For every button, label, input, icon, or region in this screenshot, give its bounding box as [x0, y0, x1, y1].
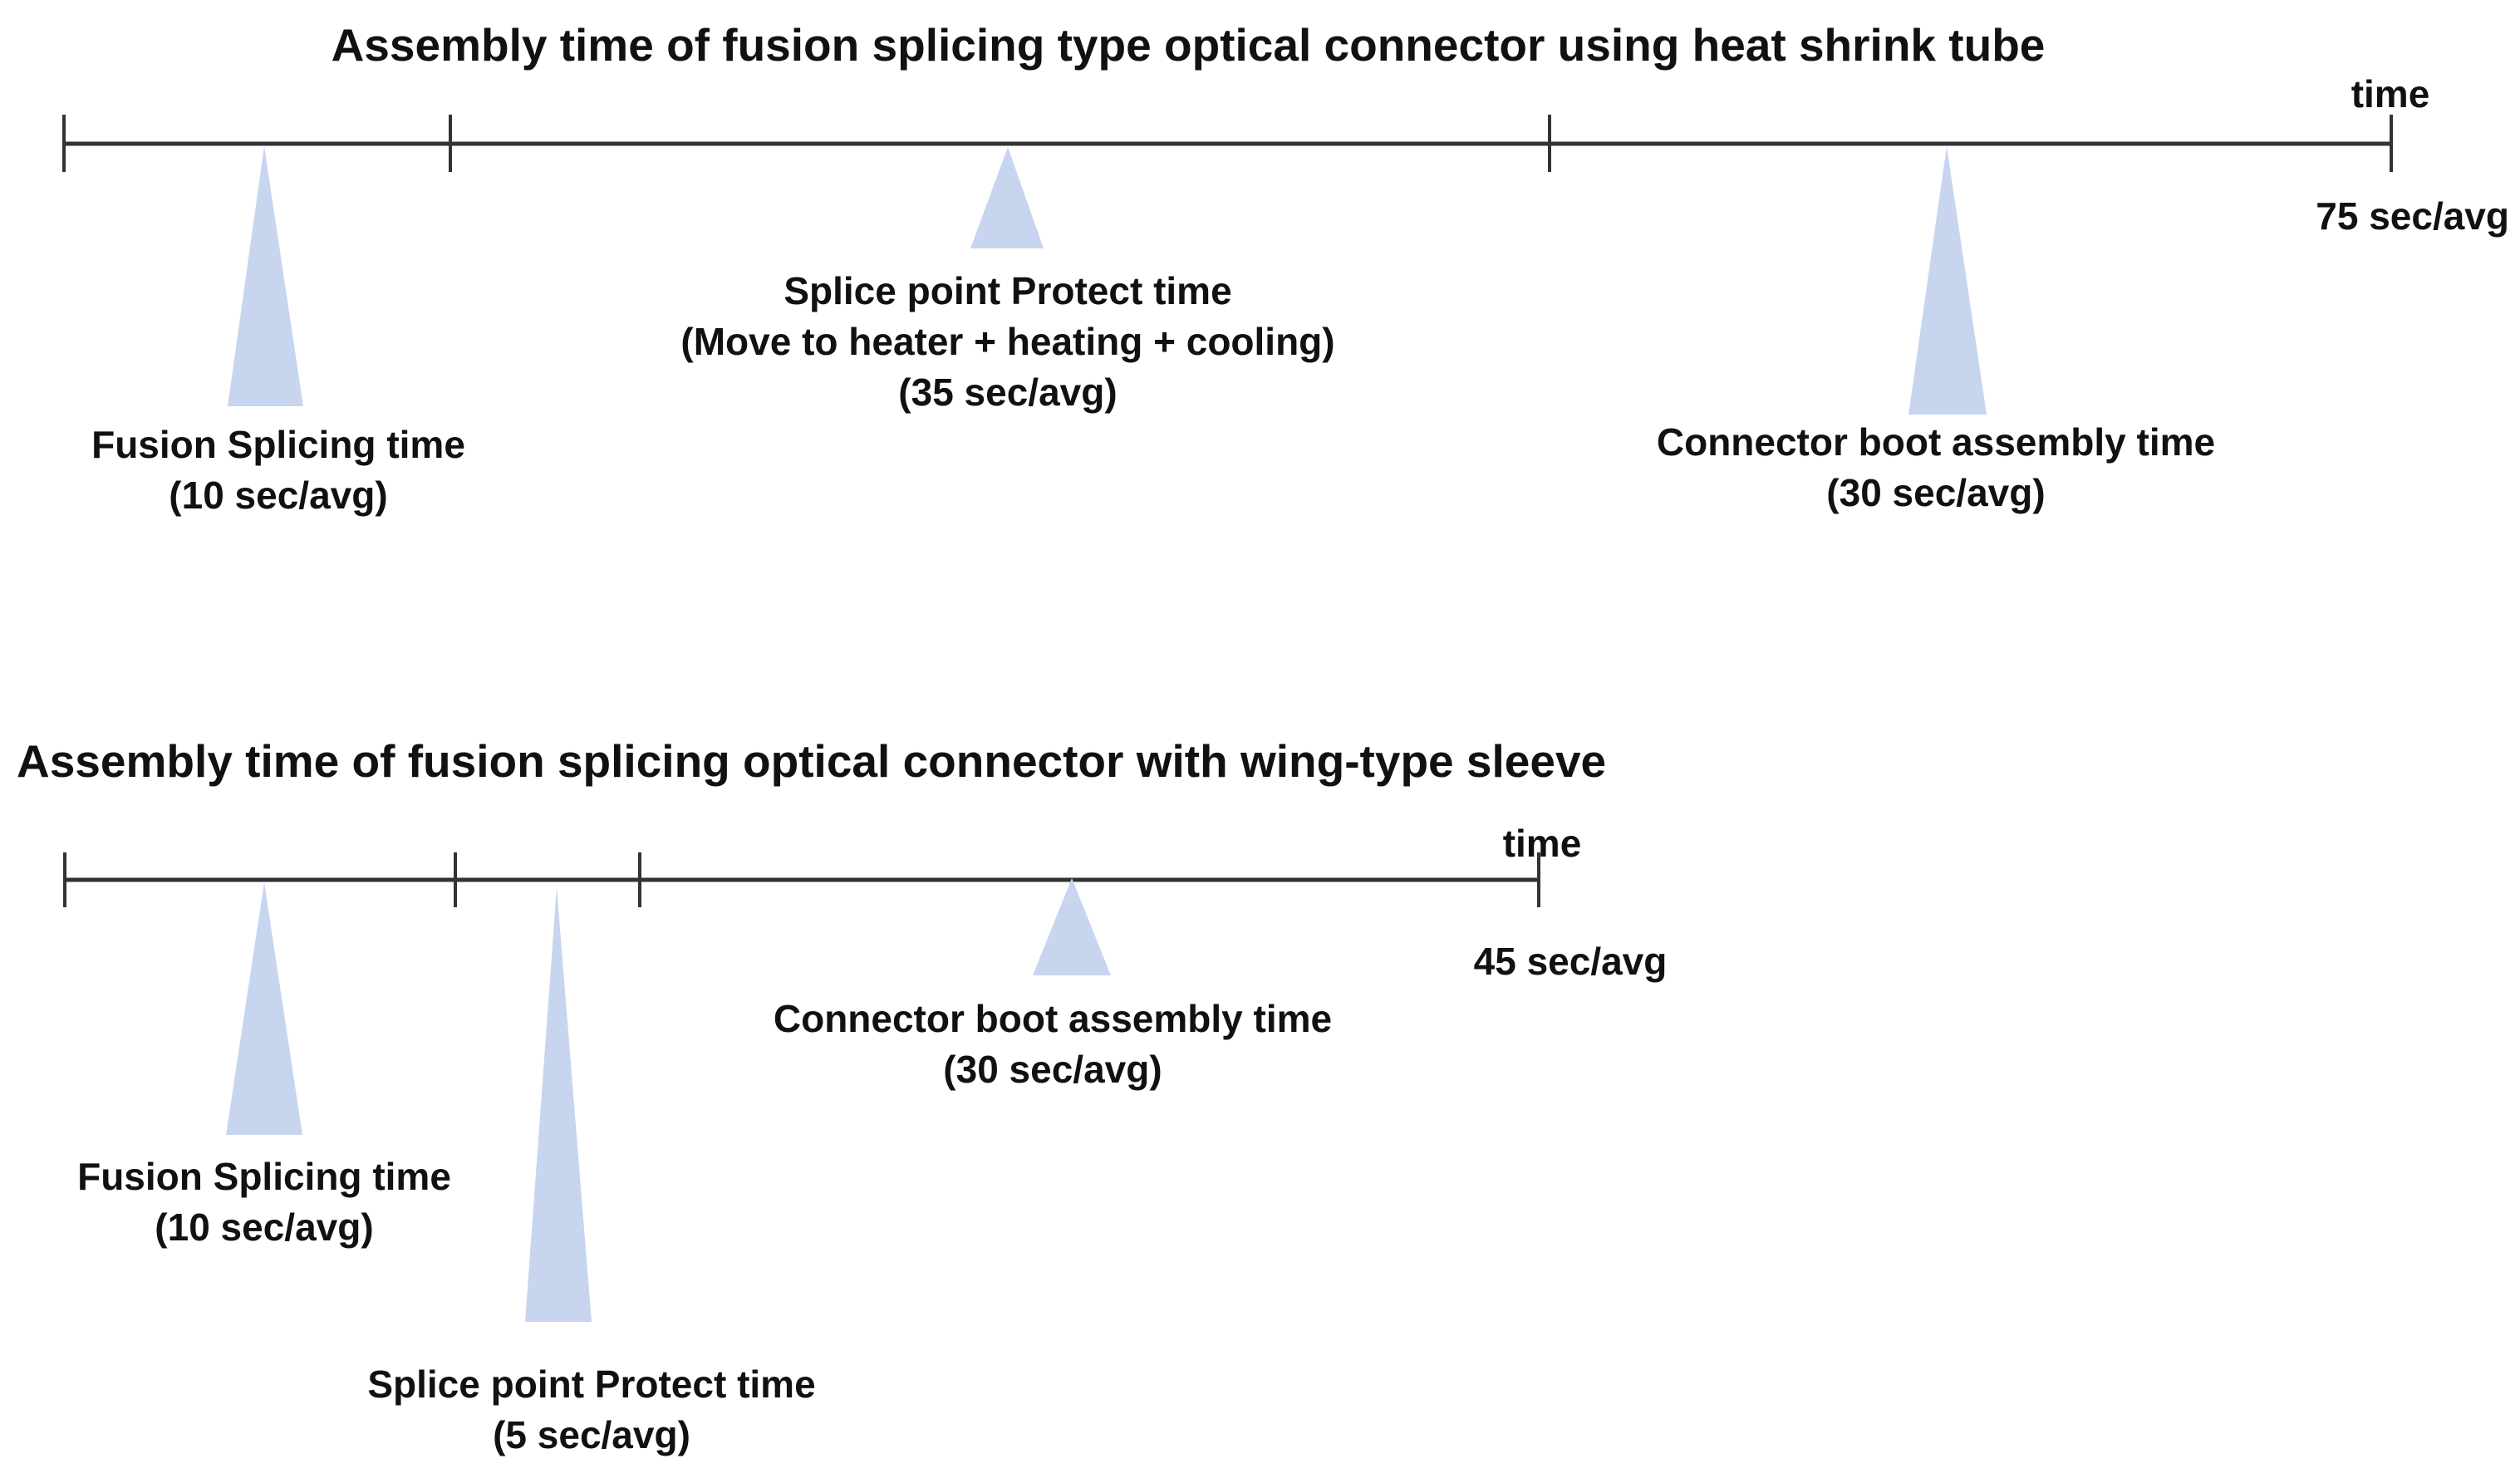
event-name: Splice point Protect time — [367, 1363, 816, 1406]
event-duration: (10 sec/avg) — [169, 474, 388, 517]
event-duration: (35 sec/avg) — [898, 371, 1118, 414]
diagram2-fusion-splicing-label: Fusion Splicing time (10 sec/avg) — [15, 1152, 513, 1253]
timeline1-splice-protect-pointer-triangle — [970, 147, 1044, 248]
event-detail: (Move to heater + heating + cooling) — [680, 320, 1335, 363]
event-duration: (10 sec/avg) — [155, 1206, 374, 1249]
event-name: Fusion Splicing time — [77, 1155, 451, 1198]
event-name: Fusion Splicing time — [91, 423, 465, 466]
event-name: Connector boot assembly time — [773, 997, 1333, 1040]
diagram1-boot-assembly-label: Connector boot assembly time (30 sec/avg… — [1604, 417, 2268, 518]
timeline2-splice-protect-pointer-triangle — [525, 887, 592, 1322]
timeline2-fusion-splicing-pointer-triangle — [226, 882, 302, 1135]
event-duration: (5 sec/avg) — [493, 1413, 690, 1456]
timeline2-boot-assembly-pointer-triangle — [1033, 878, 1111, 975]
timeline1-boot-assembly-pointer-triangle — [1908, 146, 1987, 415]
diagram2-splice-protect-label: Splice point Protect time (5 sec/avg) — [342, 1359, 841, 1461]
timeline1-fusion-splicing-pointer-triangle — [228, 146, 303, 406]
diagram1-splice-protect-label: Splice point Protect time (Move to heate… — [592, 266, 1423, 418]
diagram2-time-axis-label: time — [1502, 822, 1582, 865]
diagram1-total-time-value: 75 sec/avg — [2316, 194, 2509, 238]
diagram1-title: Assembly time of fusion splicing type op… — [331, 19, 2046, 71]
diagram1-fusion-splicing-label: Fusion Splicing time (10 sec/avg) — [29, 420, 528, 521]
event-name: Connector boot assembly time — [1656, 420, 2216, 464]
diagram2-boot-assembly-label: Connector boot assembly time (30 sec/avg… — [720, 994, 1385, 1095]
diagram2-total-time-value: 45 sec/avg — [1473, 940, 1668, 983]
event-duration: (30 sec/avg) — [943, 1048, 1162, 1091]
diagram1-time-axis-label: time — [2351, 72, 2430, 115]
event-duration: (30 sec/avg) — [1826, 471, 2046, 514]
event-name: Splice point Protect time — [784, 269, 1232, 312]
diagram2-title: Assembly time of fusion splicing optical… — [17, 735, 1607, 787]
